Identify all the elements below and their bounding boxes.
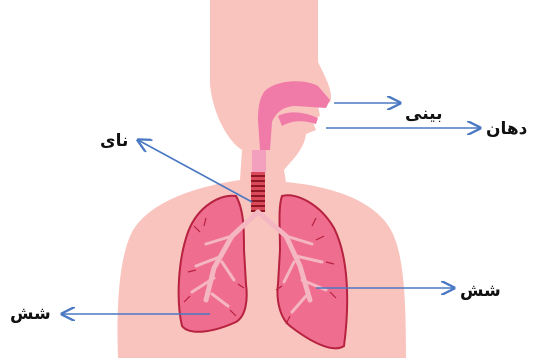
label-trachea: نای <box>100 131 128 151</box>
label-lung-left: شش <box>10 304 51 324</box>
label-mouth: دهان <box>486 119 527 139</box>
trachea <box>251 172 265 212</box>
label-nose: بینی <box>405 104 442 124</box>
label-lung-right: شش <box>460 281 501 301</box>
throat <box>252 150 266 172</box>
